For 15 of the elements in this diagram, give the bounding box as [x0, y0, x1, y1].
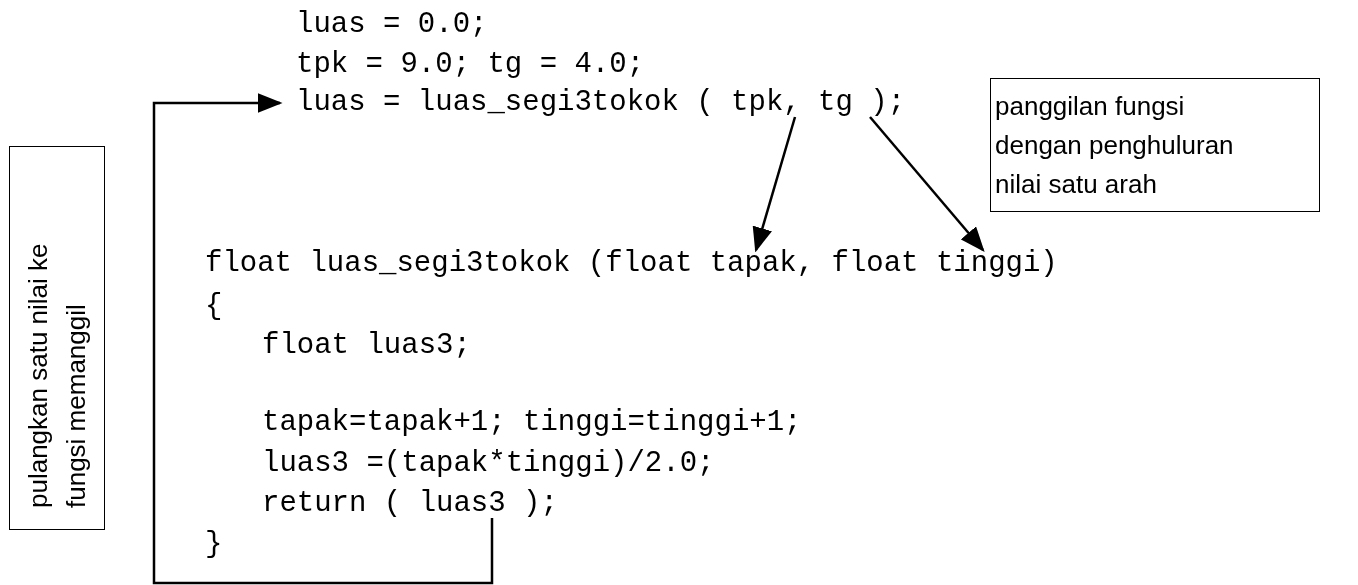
- arrow: [152, 93, 494, 585]
- arrow: [752, 116, 797, 253]
- note-box: pulangkan satu nilai ke fungsi memanggil: [9, 146, 105, 530]
- arrow: [869, 116, 985, 252]
- code-line: luas = 0.0;: [296, 11, 488, 39]
- code-line: luas = luas_segi3tokok ( tpk, tg );: [280, 89, 906, 117]
- code-line: }: [205, 531, 223, 559]
- code-line: float luas_segi3tokok (float tapak, float tinggi): [205, 250, 1058, 278]
- code-line: luas3 =(tapak*tinggi)/2.0;: [262, 450, 715, 478]
- code-line: {: [205, 293, 223, 321]
- callout-box: panggilan fungsi dengan penghuluran nilai satu arah: [990, 78, 1320, 212]
- code-line: return ( luas3 );: [262, 490, 558, 518]
- code-line: tpk = 9.0; tg = 4.0;: [296, 51, 645, 79]
- code-line: float luas3;: [262, 332, 471, 360]
- code-line: tapak=tapak+1; tinggi=tinggi+1;: [262, 409, 802, 437]
